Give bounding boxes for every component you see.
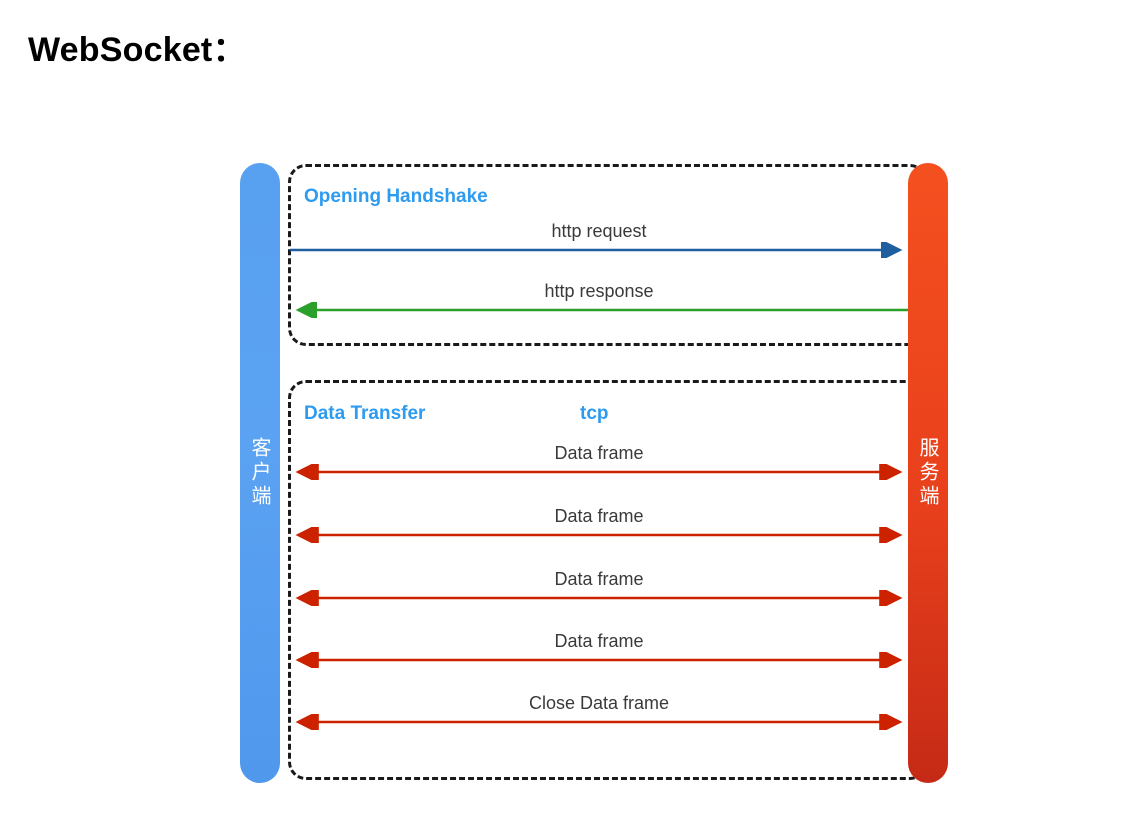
message-row-http-request: http request xyxy=(290,210,908,258)
message-label-data-frame-1: Data frame xyxy=(554,443,644,463)
message-row-data-frame-2: Data frame xyxy=(290,495,908,543)
arrow-data-frame-2 xyxy=(295,527,903,543)
server-label: 服务端 xyxy=(916,437,940,509)
client-label: 客户端 xyxy=(248,437,272,509)
message-label-data-frame-3: Data frame xyxy=(554,569,644,589)
phase-title-data-transfer: Data Transfer xyxy=(304,403,426,424)
message-label-http-response: http response xyxy=(544,281,654,301)
arrow-close-data-frame xyxy=(295,714,903,730)
page-title: WebSocket： xyxy=(28,31,247,69)
server-lifeline-bar: 服务端 xyxy=(908,163,948,783)
message-row-http-response: http response xyxy=(290,270,908,318)
arrow-data-frame-4 xyxy=(295,652,903,668)
client-lifeline-bar: 客户端 xyxy=(240,163,280,783)
arrow-http-request xyxy=(290,242,903,258)
message-row-close-data-frame: Close Data frame xyxy=(290,682,908,730)
message-label-http-request: http request xyxy=(551,221,647,241)
message-label-data-frame-2: Data frame xyxy=(554,506,644,526)
arrow-http-response xyxy=(295,302,908,318)
message-row-data-frame-1: Data frame xyxy=(290,432,908,480)
message-label-data-frame-4: Data frame xyxy=(554,631,644,651)
message-row-data-frame-3: Data frame xyxy=(290,558,908,606)
arrow-data-frame-3 xyxy=(295,590,903,606)
protocol-label-tcp: tcp xyxy=(580,403,609,424)
phase-title-opening-handshake: Opening Handshake xyxy=(304,186,488,207)
message-row-data-frame-4: Data frame xyxy=(290,620,908,668)
arrow-data-frame-1 xyxy=(295,464,903,480)
message-label-close-data-frame: Close Data frame xyxy=(528,693,670,713)
